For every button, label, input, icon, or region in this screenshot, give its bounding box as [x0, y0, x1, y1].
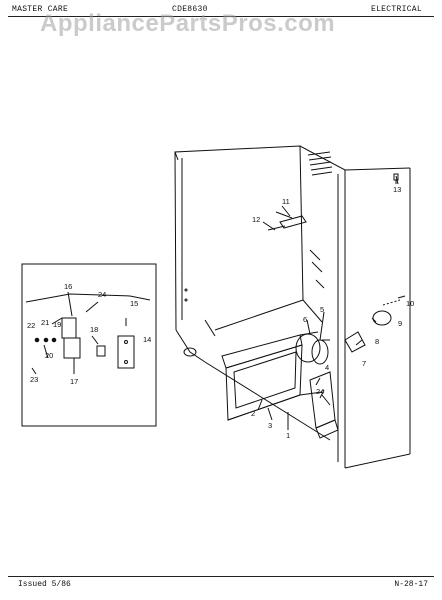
callout-label: 20 — [45, 351, 53, 360]
header-category: ELECTRICAL — [370, 5, 422, 14]
callout-label: 5 — [320, 305, 324, 314]
issue-date: Issued 5/86 — [18, 580, 71, 589]
footer-rule — [8, 576, 434, 577]
callout-label: 23 — [30, 375, 38, 384]
callout-label: 4 — [325, 363, 329, 372]
header-section-name: MASTER CARE — [12, 5, 69, 14]
callout-label: 6 — [303, 315, 307, 324]
callout-label: 22 — [27, 321, 35, 330]
callout-label: 16 — [64, 282, 72, 291]
callout-label: 18 — [90, 325, 98, 334]
callout-label: 8 — [375, 337, 379, 346]
callout-label: 24 — [98, 290, 106, 299]
callout-label: 15 — [130, 299, 138, 308]
inset-switch-detail — [21, 263, 157, 427]
callout-label: 14 — [143, 335, 151, 344]
header-rule — [8, 16, 434, 17]
callout-label: 11 — [282, 197, 290, 206]
callout-label: 1 — [286, 431, 290, 440]
callout-label: 10 — [406, 299, 414, 308]
callout-label: 17 — [70, 377, 78, 386]
page-code: N-28-17 — [394, 580, 428, 589]
callout-label: 21 — [41, 318, 49, 327]
callout-label: 19 — [53, 320, 61, 329]
callout-label: 9 — [398, 319, 402, 328]
callout-label: 13 — [393, 185, 401, 194]
header-model-number: CDE8630 — [172, 5, 208, 14]
callout-label: 2 — [251, 409, 255, 418]
callout-label: 24 — [316, 387, 324, 396]
callout-label: 3 — [268, 421, 272, 430]
callout-label: 7 — [362, 359, 366, 368]
cabinet-drawing — [174, 145, 411, 469]
callout-label: 12 — [252, 215, 260, 224]
